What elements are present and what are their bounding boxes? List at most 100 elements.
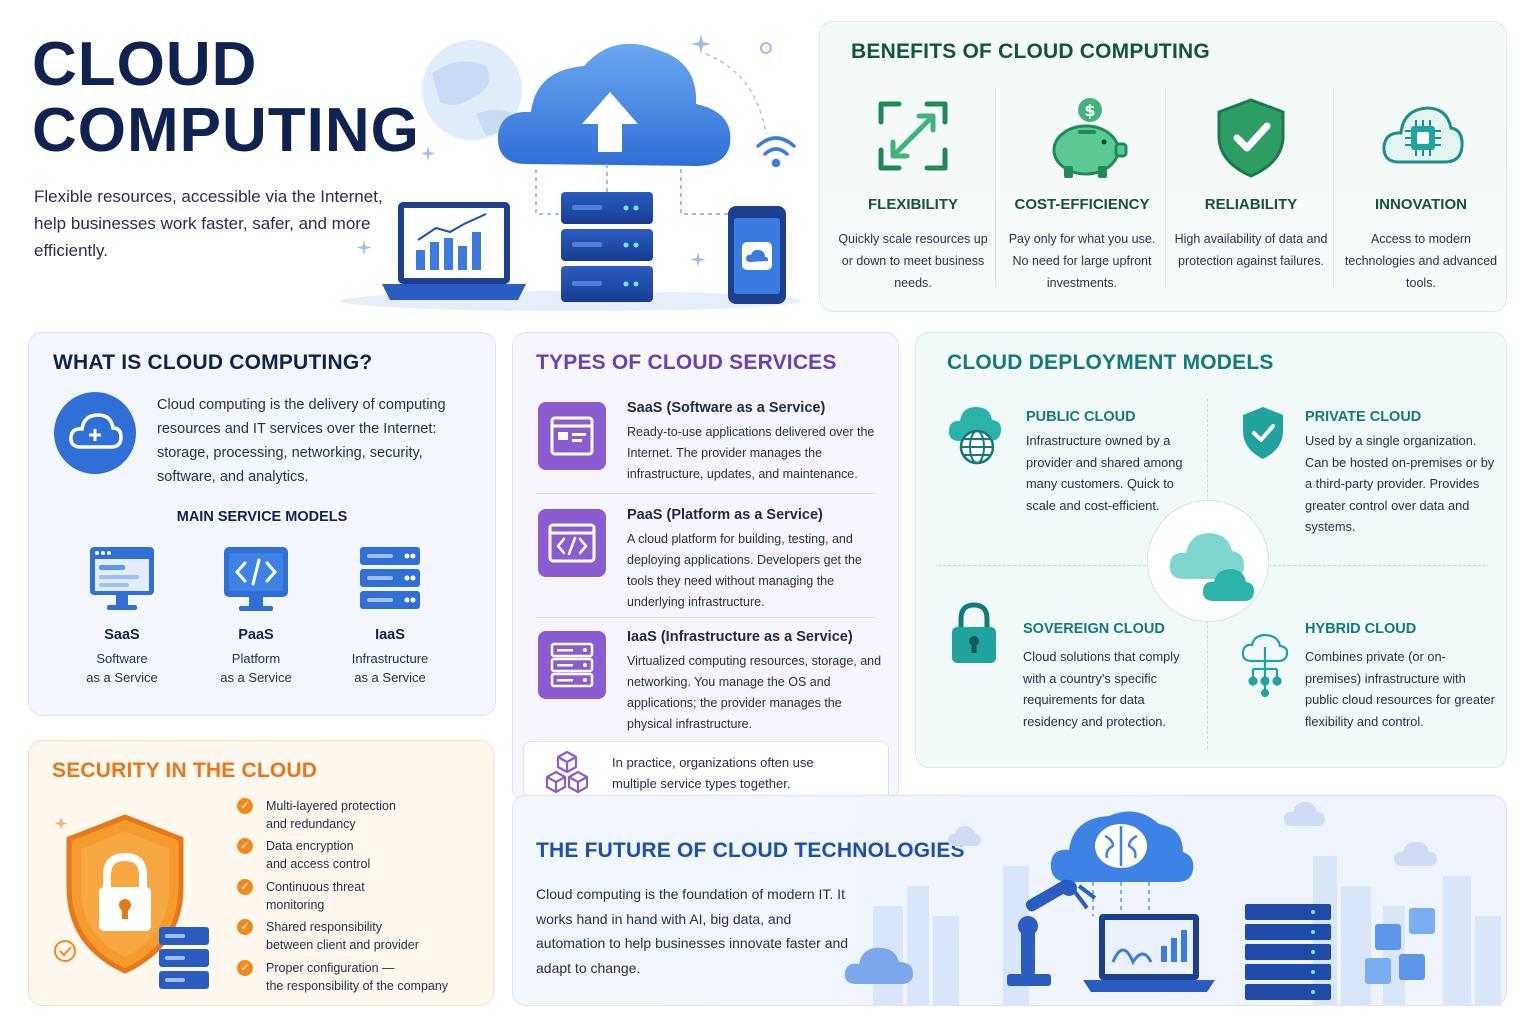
page-title: CLOUD COMPUTING bbox=[32, 32, 420, 164]
laptop-chart-icon bbox=[382, 202, 526, 300]
security-item: ✓ Shared responsibility between client an… bbox=[237, 918, 419, 954]
what-is-desc: Cloud computing is the delivery of compu… bbox=[157, 397, 446, 485]
deployment-models-title: CLOUD DEPLOYMENT MODELS bbox=[947, 351, 1274, 374]
data-cubes-icon bbox=[1365, 908, 1435, 984]
expand-arrows-icon bbox=[873, 96, 953, 176]
service-types-title: TYPES OF CLOUD SERVICES bbox=[536, 351, 837, 374]
check-icon: ✓ bbox=[237, 960, 253, 976]
security-item-text: Data encryption and access control bbox=[266, 839, 371, 871]
security-item-text: Continuous threat monitoring bbox=[266, 880, 365, 912]
service-type-desc: A cloud platform for building, testing, … bbox=[627, 532, 862, 609]
divider bbox=[536, 617, 876, 618]
benefit-desc: Pay only for what you use. No need for l… bbox=[1008, 232, 1156, 290]
code-window-icon bbox=[538, 509, 606, 577]
benefit-desc: Access to modern technologies and advanc… bbox=[1344, 232, 1498, 290]
sparkle-decoration bbox=[356, 34, 711, 267]
service-model-title: PaaS bbox=[238, 627, 274, 643]
service-model-title: IaaS bbox=[375, 627, 405, 643]
benefit-desc: Quickly scale resources up or down to me… bbox=[838, 232, 988, 290]
server-rack-icon bbox=[1245, 904, 1331, 1000]
check-icon: ✓ bbox=[237, 879, 253, 895]
deployment-title: SOVEREIGN CLOUD bbox=[1023, 621, 1165, 637]
service-type-desc: Virtualized computing resources, storage… bbox=[627, 654, 882, 731]
security-item-text: Multi-layered protection and redundancy bbox=[266, 799, 396, 831]
page-subtitle: Flexible resources, accessible via the I… bbox=[34, 187, 383, 260]
page-title-line-2: COMPUTING bbox=[32, 96, 420, 165]
shield-check-icon bbox=[1211, 96, 1291, 178]
deployment-desc: Combines private (or on-premises) infras… bbox=[1305, 649, 1495, 729]
security-panel: SECURITY IN THE CLOUD ✓ Multi-layered pro… bbox=[28, 740, 494, 1006]
browser-window-icon bbox=[89, 545, 155, 615]
security-item-text: Proper configuration — the responsibilit… bbox=[266, 961, 449, 993]
service-type-title: IaaS (Infrastructure as a Service) bbox=[627, 629, 853, 645]
benefit-desc: High availability of data and protection… bbox=[1174, 232, 1328, 268]
service-type-title: PaaS (Platform as a Service) bbox=[627, 507, 823, 523]
page-title-line-1: CLOUD bbox=[32, 30, 258, 99]
code-monitor-icon bbox=[223, 545, 289, 615]
security-item: ✓ Data encryption and access control bbox=[237, 837, 370, 873]
what-is-panel: WHAT IS CLOUD COMPUTING? Cloud computing… bbox=[28, 332, 496, 716]
benefit-innovation: INNOVATION Access to modern technologies… bbox=[1336, 88, 1506, 298]
check-icon: ✓ bbox=[237, 838, 253, 854]
benefit-title: FLEXIBILITY bbox=[868, 196, 958, 213]
server-rack-icon bbox=[561, 192, 653, 302]
service-model-line1: Platform bbox=[231, 651, 281, 666]
service-model-title: SaaS bbox=[104, 627, 140, 643]
service-models-title: MAIN SERVICE MODELS bbox=[176, 509, 348, 525]
security-title: SECURITY IN THE CLOUD bbox=[52, 759, 318, 782]
app-window-icon bbox=[538, 402, 606, 470]
smartphone-cloud-icon bbox=[728, 206, 786, 304]
globe-icon bbox=[422, 40, 522, 140]
future-panel: THE FUTURE OF CLOUD TECHNOLOGIES Cloud c… bbox=[512, 795, 1507, 1006]
service-type-iaas: IaaS (Infrastructure as a Service) Virtu… bbox=[536, 629, 881, 739]
divider bbox=[1333, 88, 1334, 288]
security-item: ✓ Multi-layered protection and redundancy bbox=[237, 797, 396, 833]
robot-arm-icon bbox=[1007, 879, 1097, 986]
benefit-flexibility: FLEXIBILITY Quickly scale resources up o… bbox=[828, 88, 998, 298]
service-types-note-text: In practice, organizations often use mul… bbox=[612, 755, 814, 791]
cloud-globe-icon bbox=[946, 401, 1004, 467]
security-item: ✓ Continuous threat monitoring bbox=[237, 878, 365, 914]
security-item: ✓ Proper configuration — the responsibili… bbox=[237, 959, 448, 995]
service-model-line1: Software bbox=[96, 651, 148, 666]
check-icon: ✓ bbox=[237, 798, 253, 814]
hero-illustration bbox=[336, 14, 806, 314]
benefit-title: COST-EFFICIENCY bbox=[1014, 196, 1150, 213]
wifi-icon bbox=[756, 136, 796, 168]
server-icon bbox=[538, 631, 606, 699]
service-type-saas: SaaS (Software as a Service) Ready-to-us… bbox=[536, 400, 881, 500]
service-model-line2: as a Service bbox=[86, 670, 158, 685]
benefits-title: BENEFITS OF CLOUD COMPUTING bbox=[851, 40, 1210, 63]
future-illustration bbox=[843, 796, 1507, 1006]
cloud-circle-icon bbox=[53, 391, 137, 475]
city-skyline-decoration bbox=[873, 856, 1501, 1006]
cubes-icon bbox=[544, 750, 590, 794]
deployment-desc: Infrastructure owned by a provider and s… bbox=[1026, 433, 1183, 513]
piggy-bank-icon: $ bbox=[1042, 96, 1128, 178]
service-type-title: SaaS (Software as a Service) bbox=[627, 400, 826, 416]
server-stack-icon bbox=[359, 545, 421, 615]
service-model-line2: as a Service bbox=[220, 670, 292, 685]
future-desc: Cloud computing is the foundation of mod… bbox=[536, 886, 849, 976]
deployment-title: HYBRID CLOUD bbox=[1305, 621, 1417, 637]
padlock-icon bbox=[948, 599, 1000, 667]
divider bbox=[1165, 88, 1166, 288]
divider bbox=[995, 88, 996, 288]
security-item-text: Shared responsibility between client and… bbox=[266, 920, 419, 952]
lock-shield-icon bbox=[47, 809, 237, 999]
benefit-cost-efficiency: $ COST-EFFICIENCY Pay only for what you … bbox=[997, 88, 1167, 298]
svg-text:$: $ bbox=[1084, 101, 1095, 120]
divider bbox=[536, 493, 876, 494]
service-model-line1: Infrastructure bbox=[351, 651, 429, 666]
deployment-desc: Cloud solutions that comply with a count… bbox=[1023, 649, 1180, 729]
check-icon: ✓ bbox=[237, 919, 253, 935]
deployment-title: PUBLIC CLOUD bbox=[1026, 409, 1136, 425]
deployment-models-panel: CLOUD DEPLOYMENT MODELS PUBLIC CLOUD Inf… bbox=[915, 332, 1507, 768]
laptop-dashboard-icon bbox=[1083, 914, 1215, 992]
upload-cloud-icon bbox=[497, 43, 731, 166]
what-is-title: WHAT IS CLOUD COMPUTING? bbox=[53, 351, 373, 374]
service-types-note: In practice, organizations often use mul… bbox=[523, 741, 889, 801]
ai-brain-cloud-icon bbox=[1050, 811, 1194, 882]
future-title: THE FUTURE OF CLOUD TECHNOLOGIES bbox=[536, 839, 965, 862]
cloud-chip-icon bbox=[1381, 96, 1464, 176]
